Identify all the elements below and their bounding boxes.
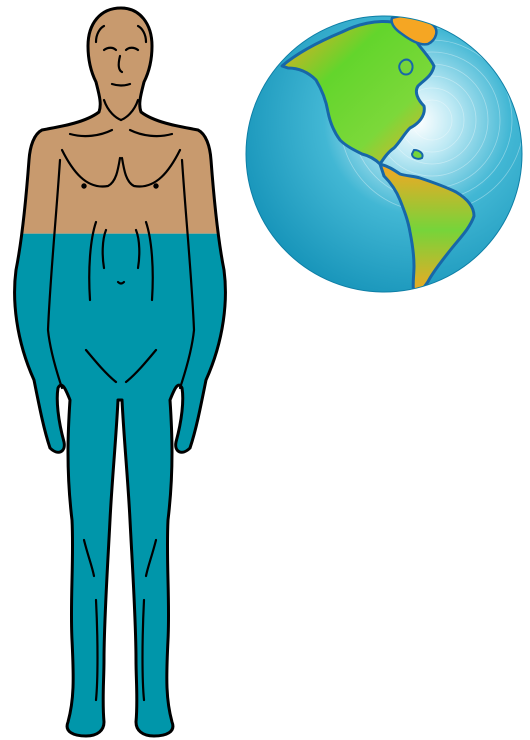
- island-2: [412, 150, 423, 159]
- skin-region: [0, 0, 260, 234]
- island-1: [399, 60, 412, 75]
- human-body-icon: [0, 0, 260, 740]
- water-region: [0, 234, 260, 740]
- earth-globe-icon: [246, 16, 524, 296]
